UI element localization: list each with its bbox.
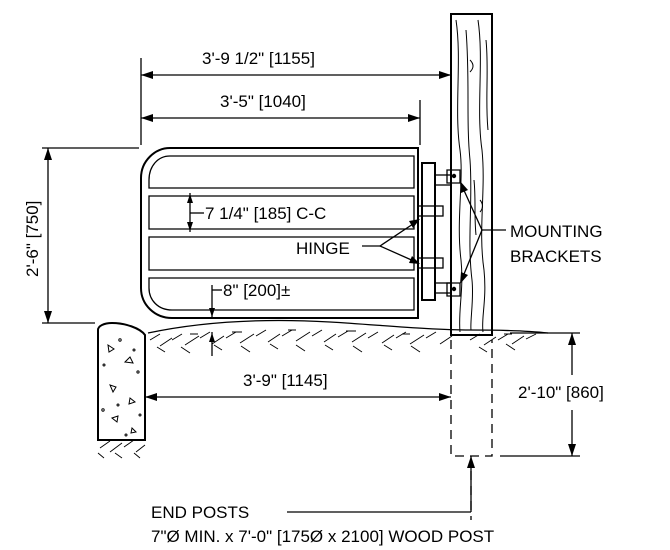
ground-surface <box>147 319 549 354</box>
post-embedment-label: 2'-10" [860] <box>518 383 604 402</box>
end-posts-leader <box>287 456 475 513</box>
end-posts-label-line2: 7"Ø MIN. x 7'-0" [175Ø x 2100] WOOD POST <box>151 527 494 546</box>
end-posts-label-line1: END POSTS <box>151 503 249 522</box>
rail-spacing-label: 7 1/4" [185] C-C <box>205 204 326 223</box>
mounting-brackets-label-line2: BRACKETS <box>510 247 602 266</box>
post-spacing-label: 3'-9" [1145] <box>243 371 328 390</box>
hinge-label: HINGE <box>296 239 350 258</box>
mounting-brackets-label-line1: MOUNTING <box>510 222 603 241</box>
rail-spacing-dimension <box>187 193 204 232</box>
hinge-leaders <box>362 219 420 264</box>
wood-post <box>450 13 493 336</box>
gate-height-dimension <box>42 147 139 324</box>
ground-clearance-label: 8" [200]± <box>223 281 290 300</box>
hinge-assembly <box>417 162 461 301</box>
concrete-end-post <box>97 321 146 459</box>
post-embedment-dimension <box>500 332 580 457</box>
mounting-brackets-leaders <box>460 181 506 284</box>
overall-width-dimension <box>140 46 451 145</box>
ground-clearance-dimension <box>209 285 222 356</box>
post-spacing-dimension <box>145 393 451 401</box>
gate-panel <box>140 147 419 319</box>
overall-width-label: 3'-9 1/2" [1155] <box>202 49 315 68</box>
gate-width-label: 3'-5" [1040] <box>220 92 306 111</box>
gate-height-label: 2'-6" [750] <box>23 201 42 277</box>
gate-width-dimension <box>141 100 421 145</box>
